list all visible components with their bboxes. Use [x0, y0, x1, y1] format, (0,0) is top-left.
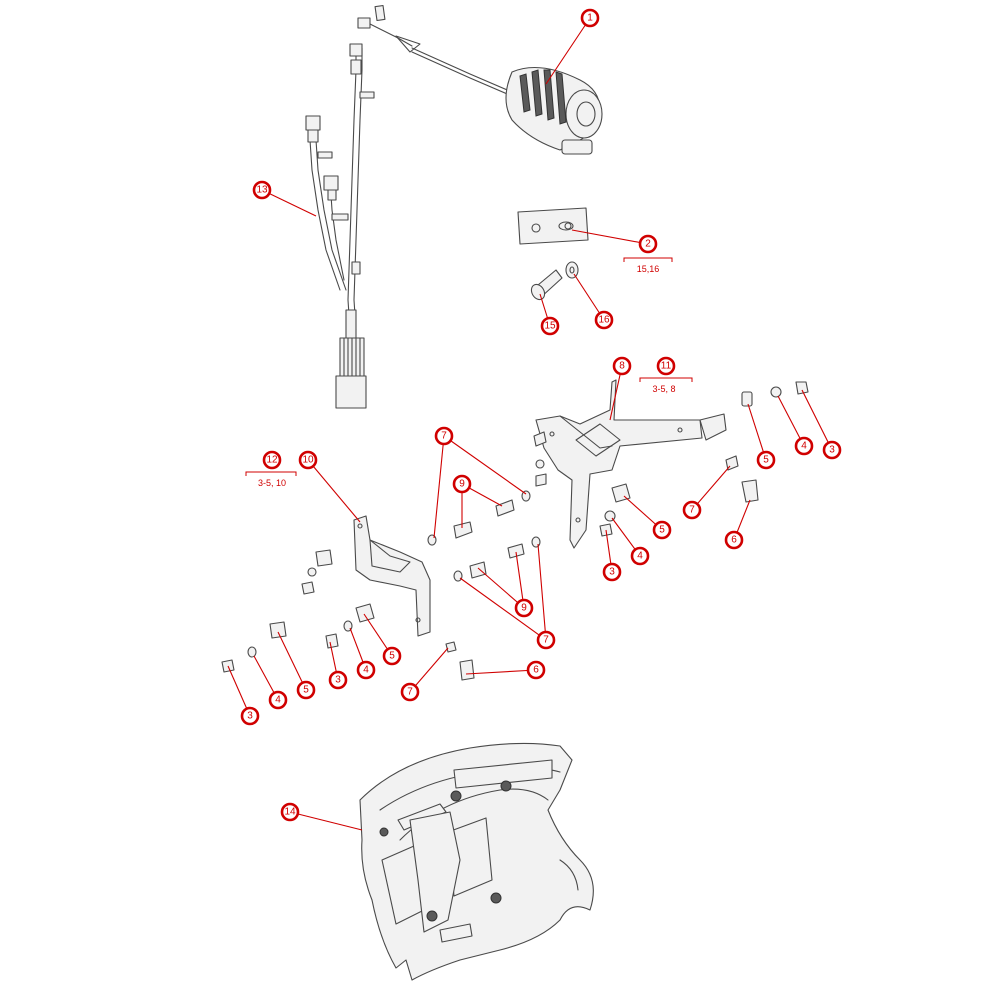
- callout-3b[interactable]: 3: [602, 562, 622, 582]
- grip-heater: [505, 67, 603, 155]
- callout-12[interactable]: 12: [262, 450, 282, 470]
- callout-9a[interactable]: 9: [452, 474, 472, 494]
- callout-number: 5: [659, 525, 665, 536]
- left-bracket: [353, 515, 431, 637]
- callout-7d[interactable]: 7: [400, 682, 420, 702]
- callout-number: 3: [609, 567, 615, 578]
- callout-number: 14: [284, 807, 296, 818]
- callout-6a[interactable]: 6: [724, 530, 744, 550]
- callout-number: 9: [521, 603, 527, 614]
- callout-2[interactable]: 2: [638, 234, 658, 254]
- callout-5c[interactable]: 5: [382, 646, 402, 666]
- callout-3d[interactable]: 3: [240, 706, 260, 726]
- note-2-contents: 15,16: [637, 264, 660, 274]
- callout-number: 4: [637, 551, 643, 562]
- wiring-harness: [305, 4, 513, 409]
- note-11-contents: 3-5, 8: [652, 384, 675, 394]
- callout-number: 5: [389, 651, 395, 662]
- note-12-contents: 3-5, 10: [258, 478, 286, 488]
- callout-number: 6: [731, 535, 737, 546]
- callout-number: 3: [247, 711, 253, 722]
- callout-7c[interactable]: 7: [536, 630, 556, 650]
- callout-number: 9: [459, 479, 465, 490]
- callout-6b[interactable]: 6: [526, 660, 546, 680]
- callout-10[interactable]: 10: [298, 450, 318, 470]
- callout-11[interactable]: 11: [656, 356, 676, 376]
- callout-number: 10: [302, 455, 314, 466]
- callout-4b[interactable]: 4: [630, 546, 650, 566]
- callout-number: 3: [829, 445, 835, 456]
- callout-number: 8: [619, 361, 625, 372]
- callout-5b[interactable]: 5: [652, 520, 672, 540]
- callout-5d[interactable]: 5: [296, 680, 316, 700]
- callout-number: 7: [689, 505, 695, 516]
- callout-9b[interactable]: 9: [514, 598, 534, 618]
- callout-number: 5: [303, 685, 309, 696]
- callout-number: 6: [533, 665, 539, 676]
- callout-5a[interactable]: 5: [756, 450, 776, 470]
- callout-4c[interactable]: 4: [356, 660, 376, 680]
- callout-14[interactable]: 14: [280, 802, 300, 822]
- note-braces: [245, 257, 693, 476]
- callout-number: 7: [441, 431, 447, 442]
- callout-number: 1: [587, 13, 593, 24]
- right-bracket: [535, 379, 727, 549]
- callout-number: 7: [543, 635, 549, 646]
- bolt-15: [530, 269, 563, 301]
- callout-number: 2: [645, 239, 651, 250]
- callout-1[interactable]: 1: [580, 8, 600, 28]
- callout-3c[interactable]: 3: [328, 670, 348, 690]
- callout-number: 5: [763, 455, 769, 466]
- hardware-small-parts: [221, 381, 809, 681]
- callout-number: 4: [363, 665, 369, 676]
- callout-7b[interactable]: 7: [682, 500, 702, 520]
- washer-16: [565, 261, 579, 279]
- callout-number: 12: [266, 455, 278, 466]
- callout-4d[interactable]: 4: [268, 690, 288, 710]
- callout-3a[interactable]: 3: [822, 440, 842, 460]
- callout-number: 4: [275, 695, 281, 706]
- callout-4a[interactable]: 4: [794, 436, 814, 456]
- callout-number: 16: [598, 315, 610, 326]
- callout-15[interactable]: 15: [540, 316, 560, 336]
- callout-7a[interactable]: 7: [434, 426, 454, 446]
- callout-13[interactable]: 13: [252, 180, 272, 200]
- callout-8[interactable]: 8: [612, 356, 632, 376]
- small-bracket: [517, 207, 589, 245]
- inner-fairing: [359, 742, 594, 981]
- callout-number: 4: [801, 441, 807, 452]
- leader-lines: [227, 17, 833, 831]
- callout-number: 15: [544, 321, 556, 332]
- callout-number: 7: [407, 687, 413, 698]
- callout-number: 11: [661, 361, 672, 372]
- callout-number: 13: [256, 185, 268, 196]
- callout-number: 3: [335, 675, 341, 686]
- callout-16[interactable]: 16: [594, 310, 614, 330]
